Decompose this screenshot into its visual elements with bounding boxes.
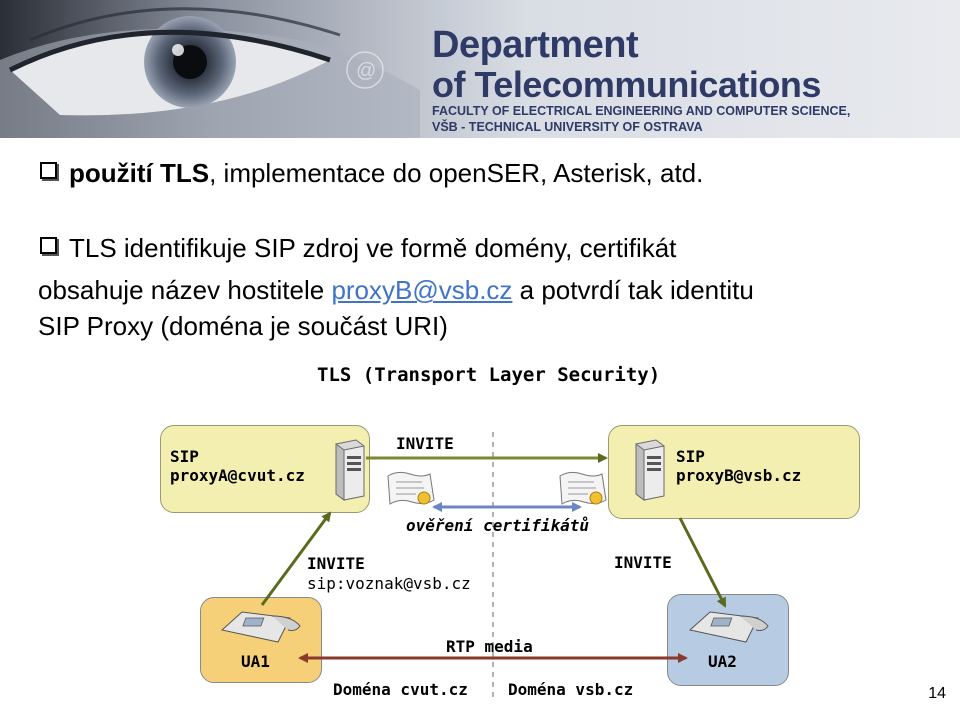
- ua1-label: UA1: [241, 652, 270, 671]
- domain-left-label: Doména cvut.cz: [333, 680, 468, 699]
- server-a-icon: [335, 439, 365, 501]
- ua2-box: [667, 594, 789, 686]
- invite-arrow-ua1: [260, 511, 332, 606]
- proxy-b-label-line2: proxyB@vsb.cz: [676, 466, 802, 485]
- ua1-box: [200, 597, 322, 683]
- bullet-line-3: SIP Proxy (doména je součást URI): [38, 311, 448, 341]
- page-number: 14: [928, 685, 946, 702]
- bullet-line-2-start: obsahuje název hostitele: [38, 275, 332, 305]
- bullet-bold-text: použití TLS: [69, 158, 210, 188]
- sip-proxy-a-box: [160, 425, 370, 513]
- proxy-b-label-line1: SIP: [676, 447, 705, 466]
- invite-top-label: INVITE: [396, 434, 454, 453]
- bullet-line-2-end: a potvrdí tak identitu: [512, 275, 754, 305]
- bullet-line-1: TLS identifikuje SIP zdroj ve formě domé…: [69, 233, 677, 263]
- bullet-text: , implementace do openSER, Asterisk, atd…: [209, 158, 704, 188]
- phone-ua2-icon: [688, 611, 769, 643]
- server-b-icon: [635, 439, 665, 501]
- brand-university: VŠB - TECHNICAL UNIVERSITY OF OSTRAVA: [432, 120, 703, 134]
- certificate-b-icon: [559, 471, 607, 505]
- proxyb-email-link[interactable]: proxyB@vsb.cz: [331, 275, 513, 305]
- checkbox-bullet-icon: [40, 237, 57, 254]
- cert-verification-label: ověření certifikátů: [406, 516, 590, 535]
- header-banner: @ Department of Telecommunications FACUL…: [0, 0, 960, 138]
- domain-right-label: Doména vsb.cz: [508, 680, 634, 699]
- ua2-label: UA2: [708, 652, 737, 671]
- rtp-media-label: RTP media: [446, 637, 533, 656]
- svg-text:@: @: [356, 60, 376, 82]
- brand-telecommunications: of Telecommunications: [432, 64, 821, 105]
- bullet-tls-identification: TLS identifikuje SIP zdroj ve formě domé…: [40, 233, 676, 264]
- brand-faculty: FACULTY OF ELECTRICAL ENGINEERING AND CO…: [432, 104, 851, 118]
- invite-left-uri: sip:voznak@vsb.cz: [307, 574, 471, 593]
- diagram-title: TLS (Transport Layer Security): [317, 364, 661, 386]
- phone-ua1-icon: [220, 611, 301, 643]
- brand-department: Department: [432, 24, 639, 66]
- invite-left-label: INVITE: [307, 554, 365, 573]
- checkbox-bullet-icon: [40, 162, 57, 179]
- invite-right-label: INVITE: [614, 553, 672, 572]
- bullet-tls-usage: použití TLS, implementace do openSER, As…: [40, 158, 703, 189]
- proxy-a-label-line1: SIP: [170, 447, 199, 466]
- proxy-a-label-line2: proxyA@cvut.cz: [170, 466, 305, 485]
- bullet-line-2: obsahuje název hostitele proxyB@vsb.cz a…: [38, 275, 754, 306]
- eye-image: @: [0, 0, 430, 138]
- certificate-a-icon: [387, 471, 435, 505]
- invite-arrow-ua2: [678, 517, 727, 608]
